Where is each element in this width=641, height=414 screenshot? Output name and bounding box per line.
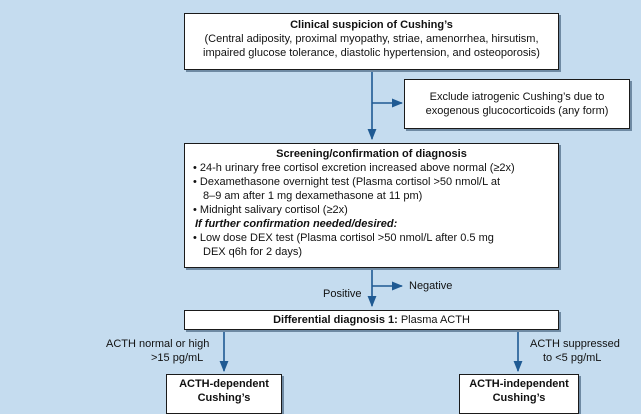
negative-label: Negative xyxy=(409,280,453,292)
acth-normal-label-1: ACTH normal or high xyxy=(106,338,210,350)
differential-rest: Plasma ACTH xyxy=(397,314,470,326)
differential-diagnosis-box: Differential diagnosis 1: Plasma ACTH xyxy=(184,310,559,330)
acth-dependent-line-2: Cushing’s xyxy=(197,392,251,404)
acth-independent-line-1: ACTH-independent xyxy=(469,378,569,390)
positive-label: Positive xyxy=(323,288,362,300)
screening-bullet-3: • Midnight salivary cortisol (≥2x) xyxy=(193,204,348,216)
exclude-iatrogenic-box: Exclude iatrogenic Cushing’s due to exog… xyxy=(404,79,630,129)
acth-dependent-line-1: ACTH-dependent xyxy=(179,378,269,390)
exclude-line-1: Exclude iatrogenic Cushing’s due to xyxy=(429,91,605,103)
screening-bullet-4b: DEX q6h for 2 days) xyxy=(203,246,303,258)
exclude-line-2: exogenous glucocorticoids (any form) xyxy=(425,105,609,117)
clinical-suspicion-box: Clinical suspicion of Cushing’s (Central… xyxy=(184,13,559,70)
screening-bullet-1: • 24-h urinary free cortisol excretion i… xyxy=(193,162,515,174)
acth-suppressed-label-1: ACTH suppressed xyxy=(530,338,620,350)
screening-further-label: If further confirmation needed/desired: xyxy=(195,218,398,230)
screening-box: Screening/confirmation of diagnosis • 24… xyxy=(184,143,559,268)
screening-title: Screening/confirmation of diagnosis xyxy=(276,148,467,160)
acth-normal-label-2: >15 pg/mL xyxy=(151,352,204,364)
screening-bullet-2b: 8–9 am after 1 mg dexamethasone at 11 pm… xyxy=(203,190,423,202)
screening-bullet-2a: • Dexamethasone overnight test (Plasma c… xyxy=(193,176,501,188)
differential-prefix: Differential diagnosis 1: xyxy=(273,314,398,326)
acth-dependent-box: ACTH-dependent Cushing’s xyxy=(166,374,282,414)
acth-suppressed-label-2: to <5 pg/mL xyxy=(543,352,602,364)
acth-independent-line-2: Cushing’s xyxy=(492,392,546,404)
clinical-line-2: impaired glucose tolerance, diastolic hy… xyxy=(203,47,540,59)
clinical-title: Clinical suspicion of Cushing’s xyxy=(290,19,453,31)
acth-independent-box: ACTH-independent Cushing’s xyxy=(459,374,579,414)
screening-bullet-4a: • Low dose DEX test (Plasma cortisol >50… xyxy=(193,232,494,244)
flow-connectors xyxy=(219,71,523,373)
clinical-line-1: (Central adiposity, proximal myopathy, s… xyxy=(204,33,539,45)
